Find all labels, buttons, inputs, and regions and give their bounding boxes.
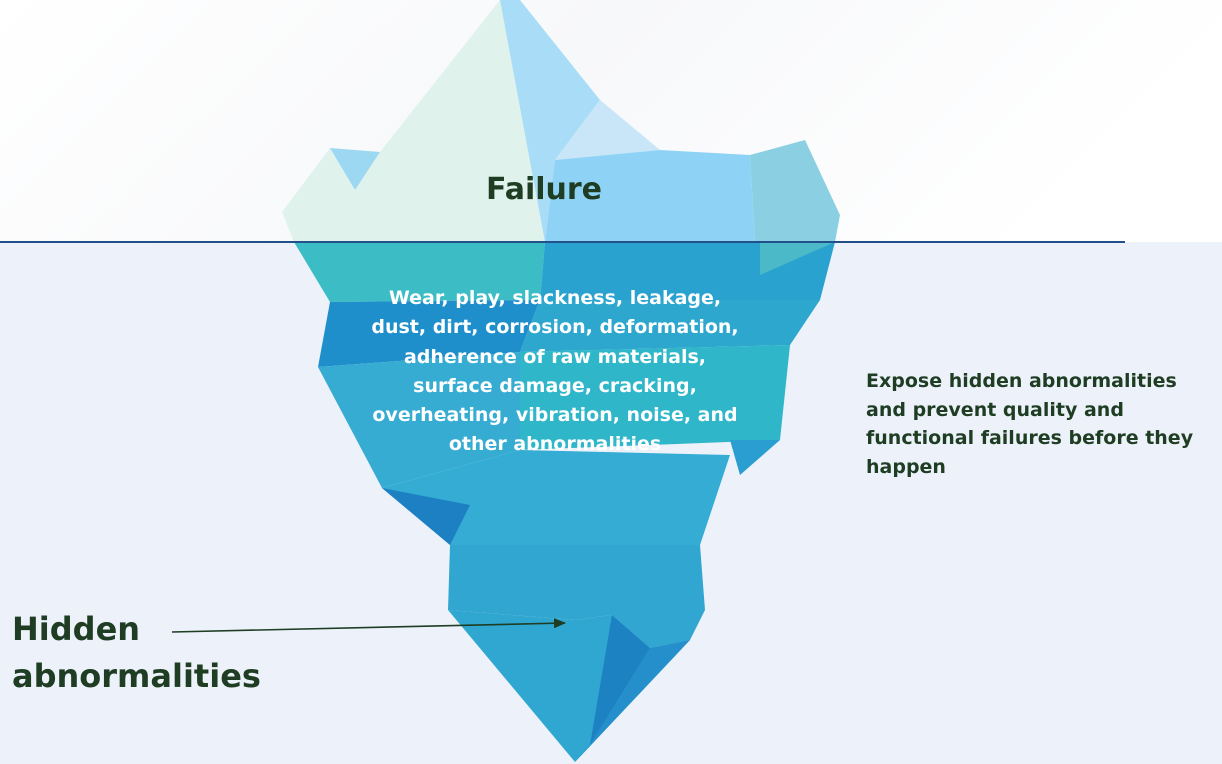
side-note: Expose hidden abnormalities and prevent … <box>866 370 1194 478</box>
iceberg-tip <box>282 0 840 242</box>
hidden-abnormalities-label: Hidden abnormalities <box>12 610 261 695</box>
iceberg-body <box>294 242 835 762</box>
abnormalities-list: Wear, play, slackness, leakage, dust, di… <box>371 287 739 456</box>
pointer-arrow <box>171 618 566 633</box>
failure-label: Failure <box>485 172 603 207</box>
